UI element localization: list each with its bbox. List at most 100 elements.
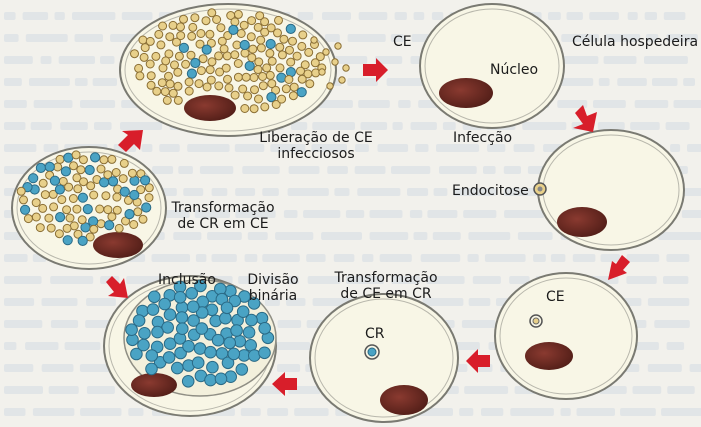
- elementary-body: [87, 182, 95, 190]
- elementary-body: [174, 68, 182, 76]
- background-word-mark: [533, 254, 546, 262]
- background-word-mark: [4, 122, 26, 130]
- background-word-mark: [4, 386, 43, 394]
- background-word-mark: [548, 12, 561, 20]
- background-word-mark: [666, 122, 690, 130]
- elementary-body: [250, 74, 258, 82]
- elementary-body: [145, 194, 153, 202]
- released-elementary-body: [323, 49, 329, 55]
- label-binary-division: Divisão binária: [243, 272, 303, 304]
- elementary-body: [247, 33, 255, 41]
- background-word-mark: [414, 232, 428, 240]
- elementary-body: [130, 221, 138, 229]
- background-word-mark: [33, 408, 75, 416]
- elementary-body: [108, 155, 116, 163]
- elementary-body: [136, 72, 144, 80]
- label-transf-ce-cr-line2: de CE em CR: [331, 286, 441, 302]
- elementary-body: [174, 96, 182, 104]
- background-word-mark: [469, 298, 491, 306]
- background-word-mark: [34, 100, 73, 108]
- elementary-body: [276, 64, 284, 72]
- elementary-body: [213, 16, 221, 24]
- elementary-body: [32, 213, 40, 221]
- background-word-mark: [267, 408, 288, 416]
- elementary-body: [146, 60, 154, 68]
- background-word-mark: [42, 364, 74, 372]
- elementary-body: [275, 16, 283, 24]
- cell-cr-to-ce: [12, 147, 166, 269]
- background-word-mark: [245, 254, 258, 262]
- background-word-mark: [4, 100, 27, 108]
- elementary-body: [244, 92, 252, 100]
- reticulate-body: [174, 292, 186, 304]
- background-word-mark: [321, 232, 362, 240]
- elementary-body: [169, 21, 177, 29]
- background-word-mark: [645, 12, 657, 20]
- elementary-body: [197, 67, 205, 75]
- reticulate-body: [21, 205, 30, 214]
- background-word-mark: [464, 386, 508, 394]
- elementary-body: [259, 82, 267, 90]
- elementary-body: [20, 196, 28, 204]
- background-word-mark: [667, 386, 694, 394]
- reticulate-body: [78, 236, 87, 245]
- label-transf-cr-ce-line2: de CR em CE: [168, 216, 278, 232]
- background-word-mark: [683, 78, 695, 86]
- elementary-body: [90, 225, 98, 233]
- background-word-mark: [278, 320, 302, 328]
- label-infection: Infecção: [453, 130, 512, 146]
- cell-ce-inside: [495, 273, 637, 399]
- elementary-body: [175, 52, 183, 60]
- released-elementary-body: [332, 59, 338, 65]
- elementary-body: [131, 50, 139, 58]
- elementary-body: [140, 53, 148, 61]
- background-word-mark: [334, 188, 349, 196]
- elementary-body: [257, 36, 265, 44]
- elementary-body: [54, 163, 62, 171]
- elementary-body: [177, 23, 185, 31]
- elementary-body: [266, 71, 274, 79]
- nucleus-host-cell: [439, 78, 493, 108]
- background-word-mark: [658, 232, 701, 240]
- background-word-mark: [289, 166, 320, 174]
- background-word-mark: [4, 78, 22, 86]
- elementary-body: [165, 72, 173, 80]
- background-word-mark: [358, 100, 390, 108]
- background-word-mark: [152, 166, 173, 174]
- reticulate-body: [205, 374, 217, 386]
- elementary-body: [66, 214, 74, 222]
- background-word-mark: [667, 342, 685, 350]
- background-word-mark: [380, 254, 412, 262]
- reticulate-body: [231, 325, 243, 337]
- label-release-line2: infecciosos: [258, 146, 374, 162]
- cell-infected-mature: [120, 4, 336, 136]
- elementary-body: [215, 52, 223, 60]
- elementary-body: [280, 35, 288, 43]
- reticulate-body: [120, 187, 129, 196]
- reticulate-body: [63, 236, 72, 245]
- reticulate-body: [236, 364, 248, 376]
- background-word-mark: [468, 232, 510, 240]
- elementary-body: [139, 36, 147, 44]
- background-word-mark: [187, 144, 229, 152]
- background-word-mark: [212, 254, 237, 262]
- elementary-body: [215, 82, 223, 90]
- background-word-mark: [122, 12, 153, 20]
- reticulate-body: [50, 176, 59, 185]
- label-inclusion: Inclusão: [158, 272, 216, 288]
- background-word-mark: [410, 210, 422, 218]
- elementary-body: [113, 206, 121, 214]
- label-endocytosis: Endocitose: [452, 183, 529, 199]
- background-word-mark: [577, 408, 616, 416]
- background-word-mark: [628, 12, 638, 20]
- background-word-mark: [666, 254, 689, 262]
- elementary-body: [208, 58, 216, 66]
- elementary-body: [108, 213, 116, 221]
- elementary-body: [203, 83, 211, 91]
- background-word-mark: [601, 254, 621, 262]
- reticulate-body: [259, 323, 271, 335]
- background-word-mark: [432, 12, 443, 20]
- reticulate-body: [187, 69, 196, 78]
- elementary-body: [251, 86, 259, 94]
- background-word-mark: [485, 254, 526, 262]
